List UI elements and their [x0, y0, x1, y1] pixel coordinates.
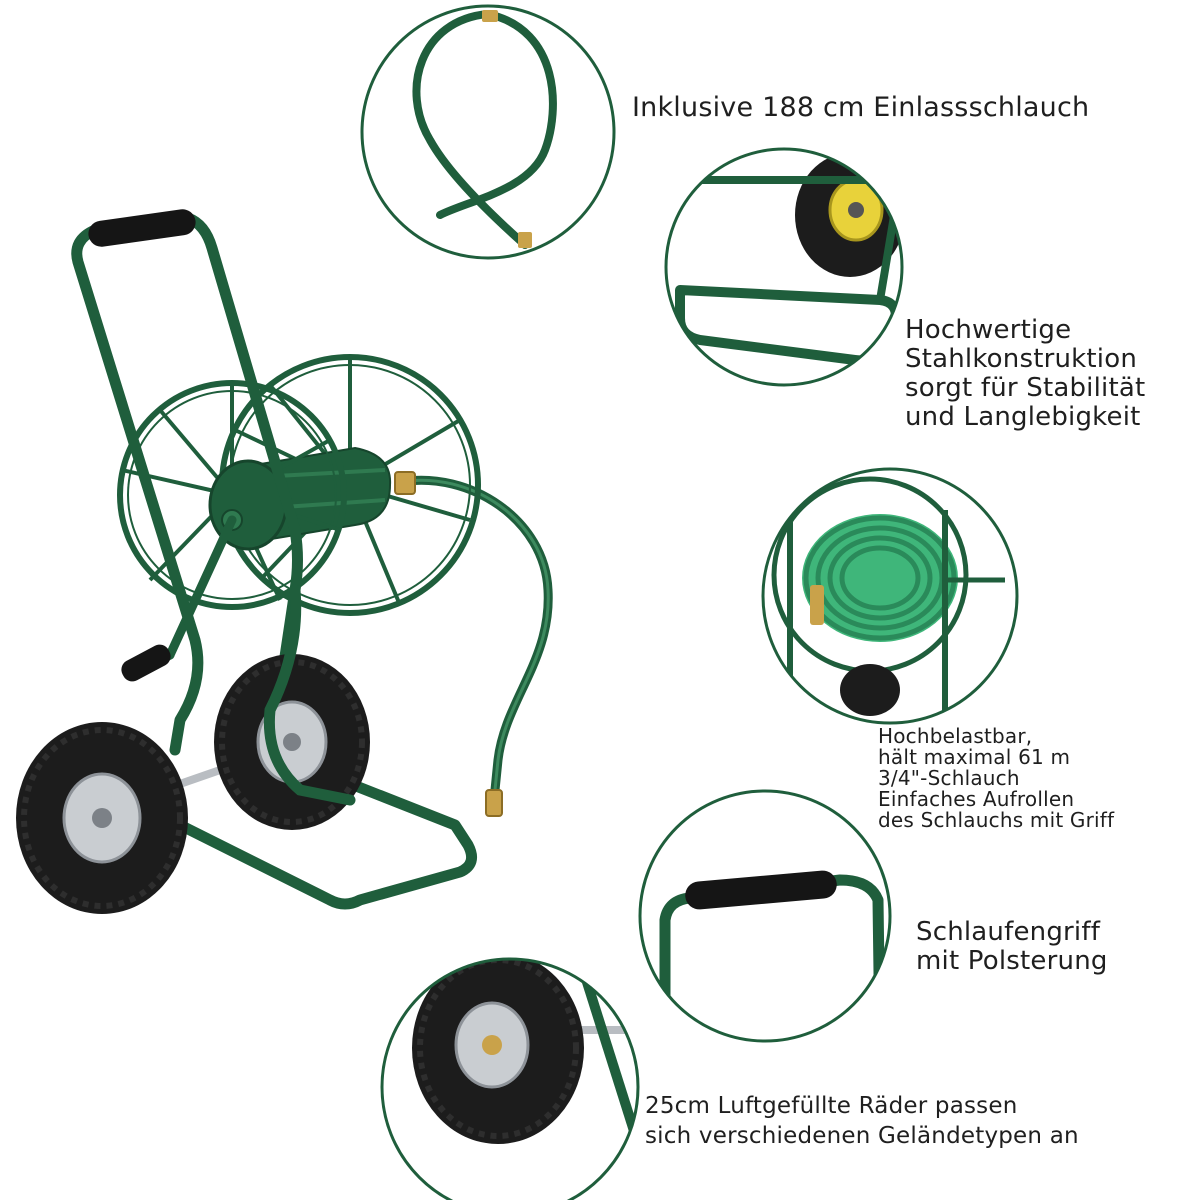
- front-wheel: [16, 722, 188, 914]
- handle-frame: [71, 212, 303, 756]
- caption-line: sich verschiedenen Geländetypen an: [645, 1123, 1079, 1149]
- detail-hose-coil: [761, 467, 1019, 725]
- caption-line: Hochbelastbar,: [878, 724, 1033, 748]
- inlet-hose-caption: Inklusive 188 cm Einlassschlauch: [632, 92, 1090, 123]
- caption-line: Einfaches Aufrollen: [878, 787, 1075, 811]
- load-capacity-caption: Hochbelastbar, hält maximal 61 m 3/4"-Sc…: [878, 726, 1114, 831]
- caption-line: sorgt für Stabilität: [905, 373, 1146, 403]
- outlet-hose: [395, 475, 553, 805]
- detail-inlet-hose: [360, 4, 616, 260]
- steel-construction-caption: Hochwertige Stahlkonstruktion sorgt für …: [905, 316, 1145, 432]
- caption-line: des Schlauchs mit Griff: [878, 808, 1115, 832]
- caption-line: 25cm Luftgefüllte Räder passen: [645, 1093, 1018, 1119]
- inlet-brass-fitting: [394, 471, 416, 495]
- caption-line: 3/4"-Schlauch: [878, 766, 1020, 790]
- caption-line: und Langlebigkeit: [905, 402, 1141, 432]
- caption-line: Hochwertige: [905, 315, 1072, 345]
- detail-pneumatic-wheel: [380, 957, 640, 1200]
- padded-grip-caption: Schlaufengriff mit Polsterung: [916, 918, 1108, 976]
- caption-line: mit Polsterung: [916, 946, 1108, 976]
- hose-reel-cart: [16, 209, 553, 914]
- caption-line: Stahlkonstruktion: [905, 344, 1138, 374]
- pneumatic-wheels-caption: 25cm Luftgefüllte Räder passen sich vers…: [645, 1091, 1079, 1151]
- outlet-brass-fitting: [485, 789, 503, 817]
- detail-steel-frame: [664, 147, 904, 387]
- base-frame: [167, 754, 478, 910]
- foam-grip: [88, 209, 196, 247]
- caption-line: Schlaufengriff: [916, 917, 1101, 947]
- detail-padded-grip: [638, 789, 892, 1043]
- crank-handle: [121, 515, 237, 682]
- reel-rear-flange: [219, 354, 481, 616]
- caption-line: hält maximal 61 m: [878, 745, 1071, 769]
